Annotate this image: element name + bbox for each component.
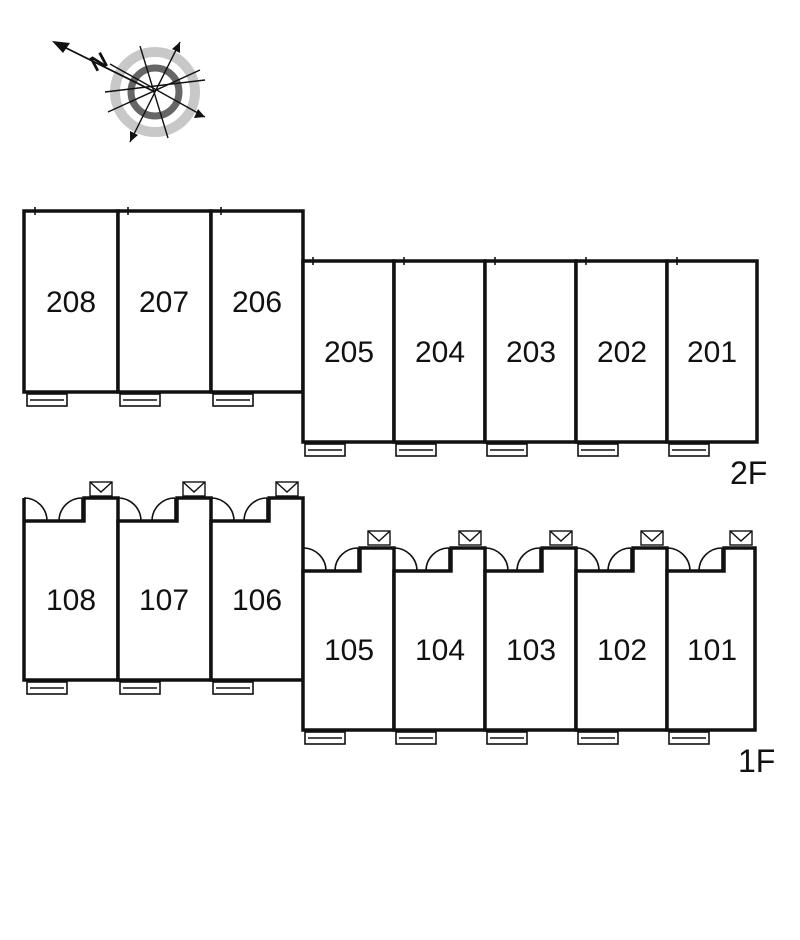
unit-number: 101 (687, 634, 737, 667)
unit-202-outline (574, 259, 669, 444)
unit-number: 103 (506, 634, 556, 667)
compass-north-letter: N (86, 47, 112, 77)
balconies-1f (26, 681, 710, 745)
unit-number: 105 (324, 634, 374, 667)
unit-number: 106 (232, 584, 282, 617)
compass-rose-icon: N (52, 41, 206, 143)
unit-number: 102 (597, 634, 647, 667)
floor-label-1f: 1F (738, 743, 775, 779)
unit-205-outline (301, 259, 396, 444)
unit-number: 203 (506, 336, 556, 369)
unit-number: 204 (415, 336, 465, 369)
floor-label-2f: 2F (730, 455, 767, 491)
unit-number: 107 (139, 584, 189, 617)
floor-2f: 208 207 206 205 204 203 202 201 2F (22, 207, 767, 491)
unit-206-outline (209, 209, 305, 394)
unit-number: 208 (46, 286, 96, 319)
unit-106-outline (209, 496, 305, 682)
balconies-2f (26, 393, 710, 457)
entrance-doors-1f (23, 497, 723, 572)
unit-number: 108 (46, 584, 96, 617)
unit-201-outline (665, 259, 759, 444)
unit-number: 207 (139, 286, 189, 319)
unit-203-outline (483, 259, 578, 444)
meter-boxes-1f (89, 481, 753, 546)
unit-108-outline (22, 496, 120, 682)
unit-number: 104 (415, 634, 465, 667)
unit-number: 202 (597, 336, 647, 369)
floor-1f: 108 107 106 105 104 103 102 101 1F (22, 481, 775, 779)
unit-208-outline (22, 209, 120, 394)
unit-number: 201 (687, 336, 737, 369)
unit-101-outline (665, 546, 757, 732)
unit-207-outline (116, 209, 213, 394)
unit-number: 206 (232, 286, 282, 319)
unit-number: 205 (324, 336, 374, 369)
